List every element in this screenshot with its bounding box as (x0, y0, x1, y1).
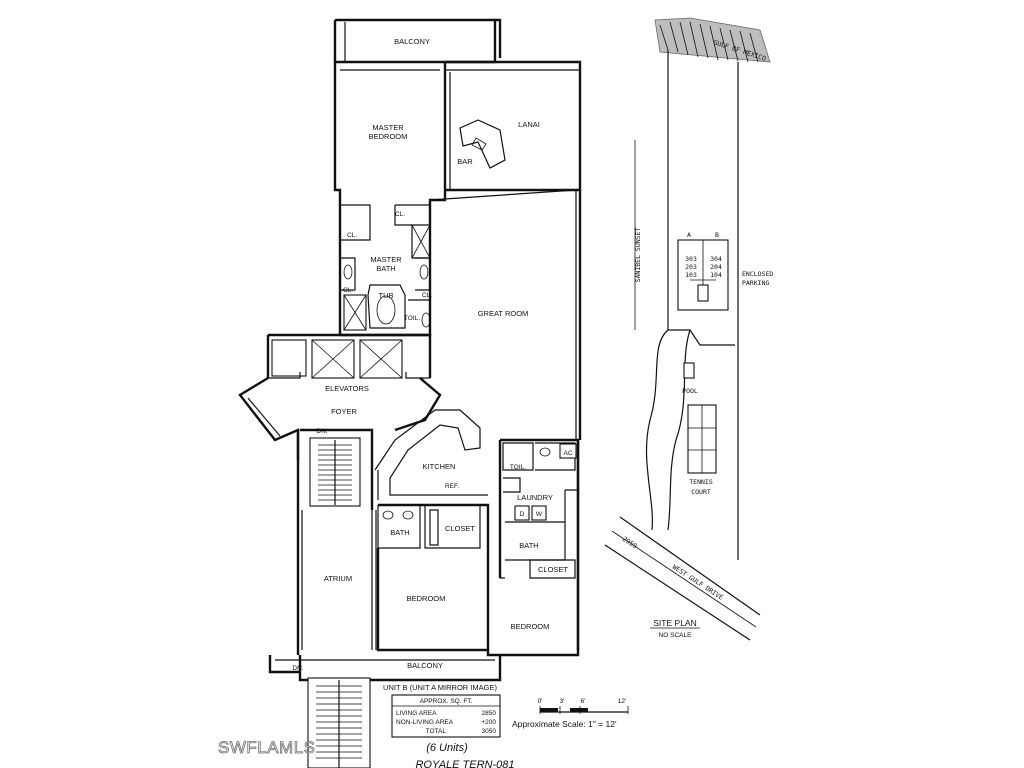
balcony-top-label: BALCONY (394, 37, 430, 46)
tennis-label-1: TENNIS (689, 478, 713, 486)
scale-bar: 0' 3' 6' 12' Approximate Scale: 1" = 12' (512, 698, 629, 729)
dryer-label: D (520, 511, 525, 518)
building-name: ROYALE TERN-081 (415, 759, 514, 768)
bar-label: BAR (457, 157, 473, 166)
down-label-top: DN. (316, 428, 327, 435)
great-room-label: GREAT ROOM (478, 309, 529, 318)
closet-label-4: CL. (422, 292, 432, 299)
enclosed-parking-label-2: PARKING (742, 279, 769, 287)
area-row-total-label: TOTAL (426, 728, 447, 735)
master-bath-label-line1: MASTER (370, 255, 402, 264)
column-b-label: B (715, 231, 719, 239)
site-plan: GULF OF MEXICO SANIBEL SUNSET A B 303 20… (604, 17, 773, 641)
units-note: (6 Units) (426, 742, 468, 754)
kitchen-label: KITCHEN (423, 462, 456, 471)
lanai-label: LANAI (518, 120, 540, 129)
washer-label: W (536, 511, 543, 518)
plan-legend: UNIT B (UNIT A MIRROR IMAGE) APPROX. SQ.… (383, 683, 629, 768)
unit-304: 304 (710, 255, 722, 263)
street-label: SANIBEL SUNSET (634, 228, 642, 283)
bedroom-right-label: BEDROOM (511, 622, 550, 631)
staircase-bottom (307, 677, 371, 768)
area-row-nonliving-value: +200 (481, 719, 496, 726)
closet-right-label: CLOSET (538, 565, 568, 574)
mls-watermark: SWFLAMLS (218, 738, 316, 758)
pool-label: POOL (682, 387, 698, 395)
unit-303: 303 (685, 255, 697, 263)
master-bath-label-line2: BATH (376, 264, 395, 273)
unit-caption: UNIT B (UNIT A MIRROR IMAGE) (383, 683, 497, 692)
scale-tick-12: 12' (618, 698, 626, 705)
laundry-label: LAUNDRY (517, 493, 553, 502)
bath-right-label: BATH (519, 541, 538, 550)
column-a-label: A (687, 231, 691, 239)
unit-204: 204 (710, 263, 722, 271)
floor-plan-walls (238, 18, 582, 768)
address-number: 2959 (621, 535, 639, 550)
bedroom-left-label: BEDROOM (407, 594, 446, 603)
pool-shape (683, 362, 695, 379)
drive-label: WEST GULF DRIVE (671, 563, 725, 602)
enclosed-parking-label-1: ENCLOSED (742, 270, 773, 278)
master-bedroom-label-line1: MASTER (372, 123, 404, 132)
closet-label-3: CL. (343, 287, 353, 294)
area-row-living-label: LIVING AREA (396, 710, 437, 717)
scale-tick-3: 3' (560, 698, 565, 705)
tennis-label-2: COURT (691, 488, 711, 496)
down-label-bottom: DN. (292, 665, 303, 672)
area-table-header: APPROX. SQ. FT. (420, 698, 473, 705)
closet-left-label: CLOSET (445, 524, 475, 533)
site-plan-title: SITE PLAN (653, 618, 696, 628)
floor-plan-labels: BALCONY MASTER BEDROOM LANAI BAR CL. CL.… (292, 37, 572, 672)
area-row-living-value: 2850 (482, 710, 497, 717)
closet-label-2: CL. (347, 232, 357, 239)
area-row-total-value: 3050 (482, 728, 497, 735)
tub-label: TUB (379, 291, 394, 300)
unit-203: 203 (685, 263, 697, 271)
small-toilet-label: TOIL. (510, 464, 526, 471)
scale-tick-6: 6' (581, 698, 586, 705)
ac-label: AC (563, 450, 572, 457)
area-row-nonliving-label: NON-LIVING AREA (396, 719, 454, 726)
atrium-label: ATRIUM (324, 574, 352, 583)
staircase-top (309, 437, 361, 507)
bath-left-label: BATH (390, 528, 409, 537)
site-building: A B 303 203 103 304 204 104 (677, 231, 729, 311)
unit-103: 103 (685, 271, 697, 279)
scale-text: Approximate Scale: 1" = 12' (512, 719, 617, 729)
master-bedroom-label-line2: BEDROOM (369, 132, 408, 141)
balcony-bottom-label: BALCONY (407, 661, 443, 670)
area-table: APPROX. SQ. FT. LIVING AREA 2850 NON-LIV… (391, 694, 501, 738)
elevators-label: ELEVATORS (325, 384, 369, 393)
site-plan-subtitle: NO SCALE (659, 632, 693, 639)
scale-tick-0: 0' (538, 698, 543, 705)
foyer-label: FOYER (331, 407, 357, 416)
refrigerator-label: REF. (445, 483, 459, 490)
closet-label-1: CL. (395, 211, 405, 218)
master-toilet-label: TOIL. (404, 315, 420, 322)
unit-104: 104 (710, 271, 722, 279)
